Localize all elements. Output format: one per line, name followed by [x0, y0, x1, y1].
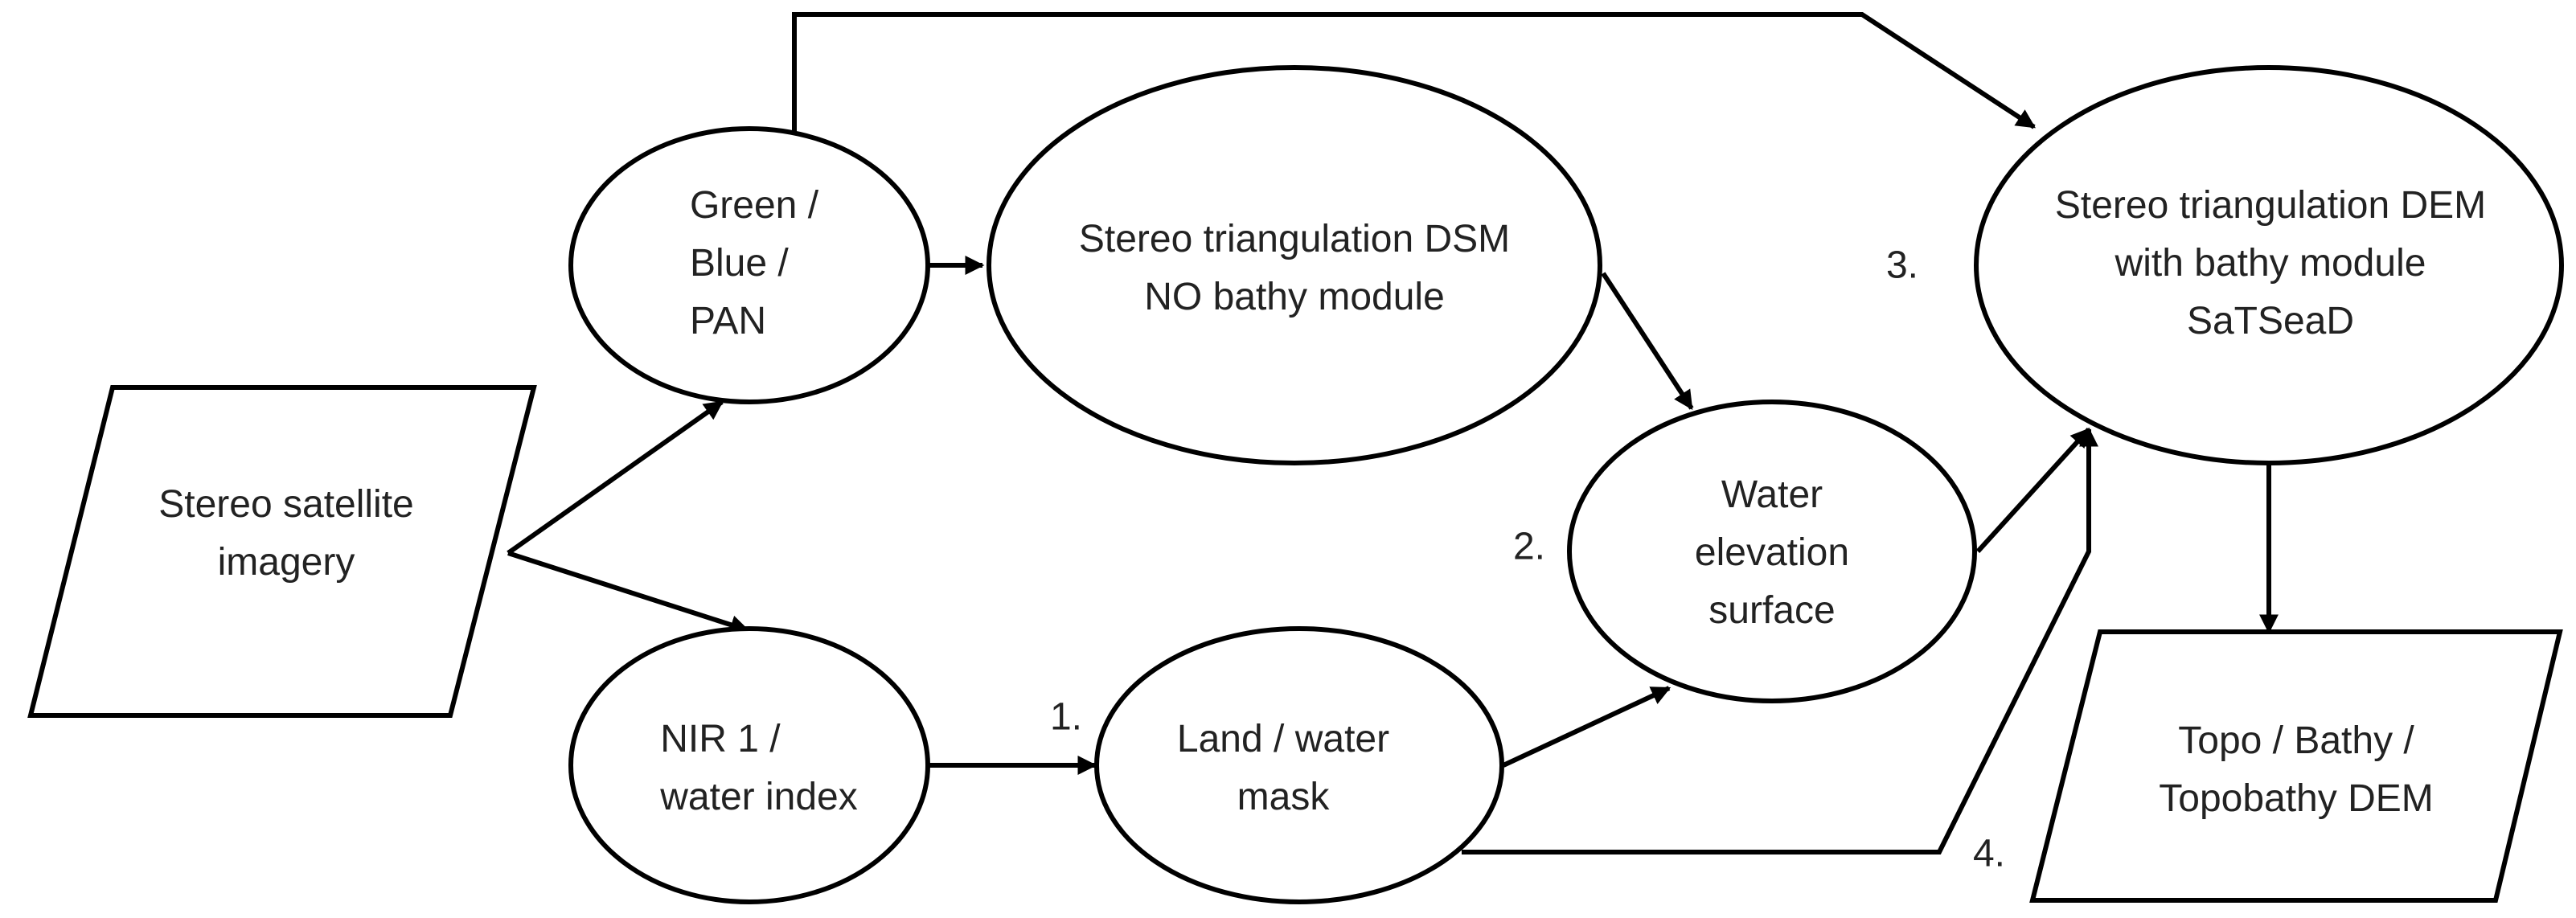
green-blue-pan-ellipse	[568, 126, 930, 404]
nir-label-line-1: NIR 1 /	[660, 718, 781, 760]
imagery-label-line-2: imagery	[217, 541, 355, 584]
water-surface-ellipse	[1567, 400, 1977, 703]
nir-label-line-2: water index	[660, 776, 858, 818]
mask-label-line-2: mask	[1237, 776, 1330, 818]
imagery-label: Stereo satellite imagery	[158, 476, 414, 592]
edge-green-blue-pan-to-satsead	[792, 12, 2037, 132]
imagery-label-line-1: Stereo satellite	[158, 483, 414, 526]
step-number-2: 2.	[1512, 525, 1546, 568]
satsead-label-line-1: Stereo triangulation DEM	[2054, 184, 2487, 227]
satsead-label: Stereo triangulation DEM with bathy modu…	[2055, 177, 2486, 350]
edge-imagery-to-nir	[507, 551, 750, 634]
land-water-mask-ellipse	[1094, 626, 1504, 904]
water-surface-label-line-3: surface	[1708, 589, 1836, 632]
edge-mask-to-water-surface	[1502, 686, 1672, 768]
dsm-label-line-2: NO bathy module	[1144, 276, 1445, 318]
step-number-3: 3.	[1885, 244, 1919, 287]
output-label: Topo / Bathy / Topobathy DEM	[2159, 712, 2434, 828]
dsm-label-line-1: Stereo triangulation DSM	[1078, 218, 1511, 260]
green-blue-pan-label-line-1: Green /	[689, 184, 819, 227]
nir-water-index-label: NIR 1 / water index	[660, 711, 857, 826]
water-surface-label: Water elevation surface	[1695, 466, 1849, 640]
green-blue-pan-label-line-2: Blue /	[689, 242, 789, 285]
water-surface-label-line-2: elevation	[1694, 531, 1850, 574]
output-label-line-2: Topobathy DEM	[2159, 777, 2434, 820]
nir-water-index-ellipse	[568, 626, 930, 904]
imagery-parallelogram	[27, 385, 537, 718]
output-parallelogram	[2029, 629, 2563, 903]
satsead-label-line-2: with bathy module	[2115, 242, 2426, 285]
green-blue-pan-label-line-3: PAN	[689, 300, 767, 342]
edge-dsm-to-water-surface	[1601, 272, 1694, 411]
land-water-mask-label: Land / water mask	[1177, 711, 1389, 826]
mask-label-line-1: Land / water	[1176, 718, 1390, 760]
dsm-ellipse	[987, 65, 1602, 465]
water-surface-label-line-1: Water	[1721, 473, 1823, 516]
green-blue-pan-label: Green / Blue / PAN	[690, 177, 818, 350]
step-number-4: 4.	[1972, 832, 2006, 875]
output-label-line-1: Topo / Bathy /	[2178, 719, 2414, 762]
dsm-label: Stereo triangulation DSM NO bathy module	[1079, 211, 1510, 326]
satsead-ellipse	[1974, 65, 2564, 465]
edge-imagery-to-green-blue-pan	[507, 400, 724, 555]
step-number-1: 1.	[1049, 695, 1083, 739]
satsead-label-line-3: SaTSeaD	[2186, 300, 2355, 342]
edge-mask-to-satsead	[1462, 427, 2098, 854]
edge-water-surface-to-satsead	[1975, 427, 2091, 554]
